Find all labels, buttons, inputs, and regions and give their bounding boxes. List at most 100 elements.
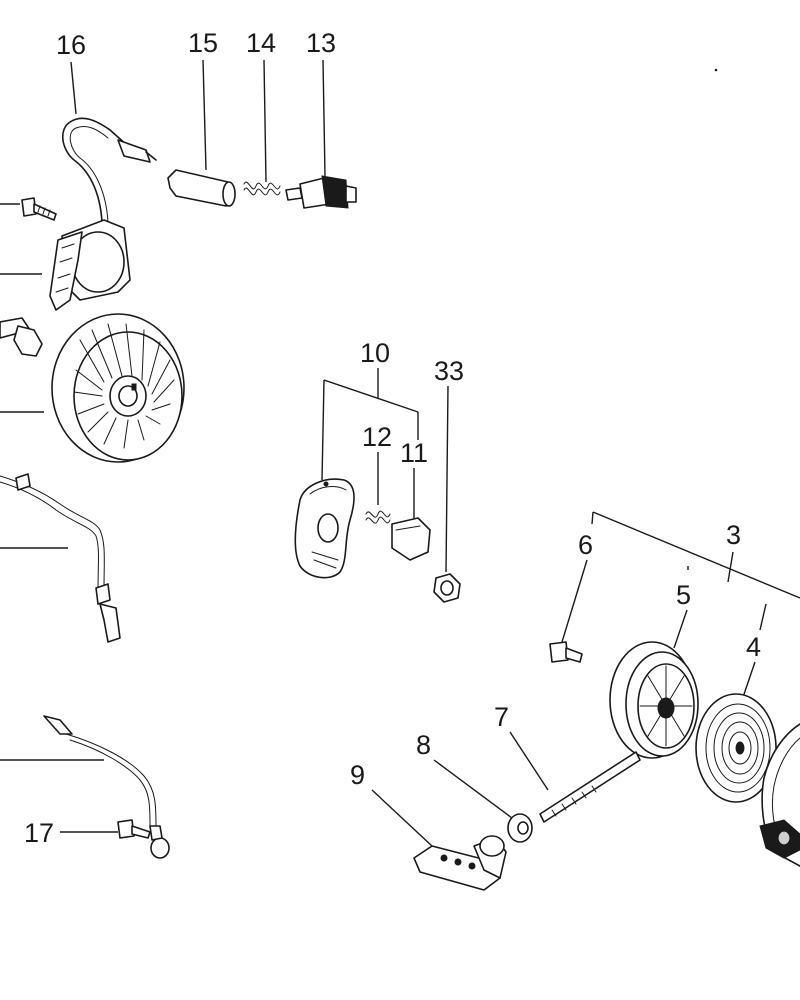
callout-17: 17 [24, 818, 54, 848]
coil-lead-tip [145, 151, 157, 161]
flywheel-keyway [131, 383, 137, 391]
handle-hole-1 [440, 854, 448, 862]
ground-wire-part [43, 715, 170, 859]
ground-screw-head [117, 819, 135, 839]
callout-14: 14 [246, 28, 276, 58]
bolt-6-thread [565, 647, 583, 663]
callout-10: 10 [360, 338, 390, 368]
callout-11: 11 [400, 438, 428, 468]
leader-16 [70, 61, 77, 115]
starter-handle-part [413, 835, 507, 891]
leader-4 [741, 661, 756, 701]
leader-9 [371, 789, 433, 847]
callout-5: 5 [676, 580, 691, 610]
callout-15: 15 [188, 28, 218, 58]
ground-wire-crimp [149, 825, 163, 841]
bolt-6-head [549, 641, 569, 663]
coil-lead-connector [117, 139, 151, 163]
clutch-shoe-pin [323, 481, 329, 487]
callout-8: 8 [416, 730, 431, 760]
spring-coil-1 [705, 703, 771, 793]
spring-coil-4 [728, 731, 752, 765]
ground-wire-connector [43, 715, 73, 735]
leader-8 [433, 759, 513, 819]
stop-wire-b [0, 481, 99, 591]
spring-coils-b [243, 187, 281, 196]
callout-3: 3 [726, 520, 741, 550]
callout-13: 13 [306, 28, 336, 58]
spark-plug-terminal [285, 187, 303, 201]
coil-bolt-thread-lines [37, 205, 51, 217]
handle-cup [479, 835, 505, 857]
flywheel-part [51, 313, 185, 463]
callout-6: 6 [578, 530, 593, 560]
leader-3-tick [591, 511, 594, 525]
spring-center [735, 741, 745, 755]
stop-wire-terminal [99, 603, 121, 643]
coil-laminations [55, 243, 75, 293]
flywheel-fins [73, 323, 175, 449]
ground-wire-b [69, 739, 151, 827]
spark-plug-thread [345, 185, 357, 203]
recoil-pulley-part [609, 641, 699, 759]
clutch-cam-body [391, 517, 431, 561]
clutch-cam-part [391, 517, 431, 561]
starter-housing-part [759, 723, 800, 867]
plug-cap-mouth [222, 181, 236, 207]
spark-plug-part [285, 175, 357, 209]
coil-bracket [49, 231, 83, 311]
starter-rope-part [539, 751, 641, 823]
leader-33 [445, 385, 449, 573]
leader-14 [263, 59, 267, 183]
leader-3 [727, 551, 734, 583]
callout-9: 9 [350, 760, 365, 790]
callout-4: 4 [746, 632, 761, 662]
stop-wire-part [0, 473, 121, 643]
starter-rope-weave [551, 785, 597, 817]
pulley-hub [657, 697, 675, 719]
clutch-shoe-edge [309, 486, 347, 495]
clutch-shoe-hole [317, 513, 339, 543]
handle-hole-2 [454, 858, 462, 866]
rope-guide-bore [517, 821, 529, 835]
housing-eyelet [777, 830, 791, 846]
leader-13 [322, 59, 326, 177]
leader-lines [0, 59, 800, 847]
callout-33: 33 [434, 356, 464, 386]
spring-coils [243, 181, 281, 190]
callout-16: 16 [56, 30, 86, 60]
coil-bolt-thread [33, 203, 57, 221]
clutch-spring-part [365, 510, 391, 524]
stray-mark [714, 68, 718, 72]
clutch-shoe-part [294, 478, 355, 579]
callout-7: 7 [494, 702, 509, 732]
ground-screw-part [117, 819, 151, 839]
bolt-6-part [549, 641, 583, 663]
ground-screw-thread [131, 825, 151, 839]
stop-wire-sleeve [15, 473, 31, 491]
leader-5 [673, 609, 688, 649]
leader-10-left [321, 379, 325, 481]
stop-wire-a [0, 475, 105, 591]
clutch-spring-coils-b [365, 516, 391, 524]
spark-plug-cap-part [167, 169, 236, 207]
callout-labels: 16 15 14 13 10 33 12 11 3 6 5 4 7 8 9 17 [24, 28, 761, 848]
spark-plug-hex [321, 175, 349, 209]
spring-coil-2 [713, 712, 765, 784]
recoil-spring-part [695, 693, 777, 803]
coil-bolt-part [21, 197, 57, 221]
nut-hex [13, 325, 43, 357]
starter-rope [539, 751, 641, 823]
spring-coil-3 [721, 721, 759, 775]
leader-10-bracket [323, 379, 419, 413]
ground-wire-a [65, 733, 157, 827]
leader-3-bracket [592, 511, 800, 599]
nut-33-part [433, 573, 461, 603]
leader-15 [202, 59, 207, 171]
rope-guide-part [507, 813, 533, 843]
stop-wire-boot [95, 583, 111, 605]
ground-wire-ring [150, 837, 170, 859]
coil-lead-inner [69, 125, 109, 223]
coil-bolt-head [21, 197, 37, 217]
coil-lead [62, 117, 129, 223]
